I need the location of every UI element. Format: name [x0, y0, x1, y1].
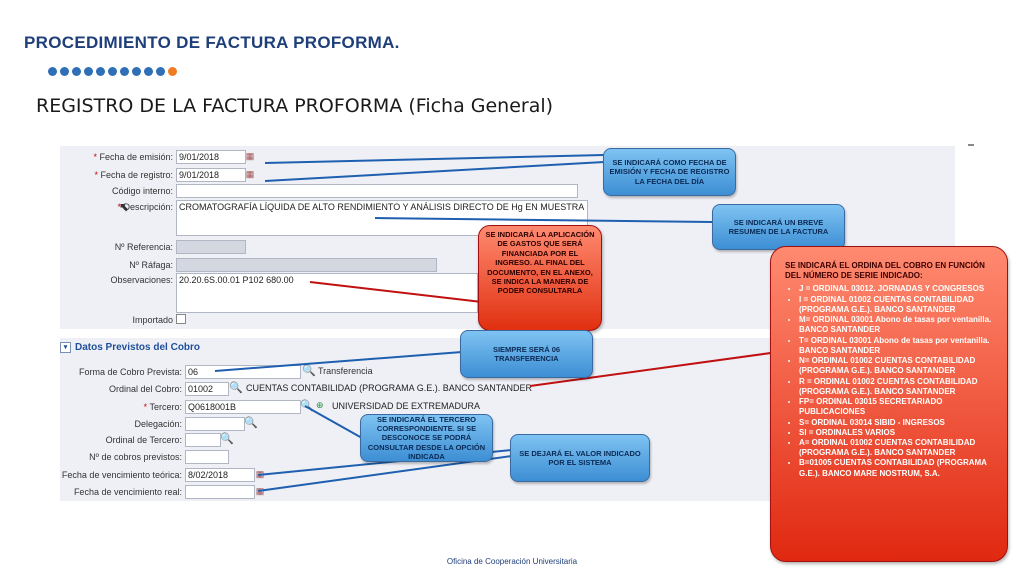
list-item: I = ORDINAL 01002 CUENTAS CONTABILIDAD (…	[799, 295, 995, 315]
forma-cobro-label: Forma de Cobro Prevista:	[78, 367, 182, 377]
vencimiento-teorica-input[interactable]: 8/02/2018	[185, 468, 255, 482]
ordinal-tercero-input[interactable]	[185, 433, 221, 447]
num-cobros-input[interactable]	[185, 450, 229, 464]
search-icon[interactable]: 🔍	[244, 417, 258, 429]
importado-checkbox[interactable]	[176, 314, 186, 324]
delegacion-label: Delegación:	[134, 419, 182, 429]
slide-title: PROCEDIMIENTO DE FACTURA PROFORMA.	[24, 33, 400, 52]
list-item: FP= ORDINAL 03015 SECRETARIADO PUBLICACI…	[799, 397, 995, 417]
list-item: B=01005 CUENTAS CONTABILIDAD (PROGRAMA G…	[799, 458, 995, 478]
fecha-registro-input[interactable]: 9/01/2018	[176, 168, 246, 182]
callout-fechas: SE INDICARÁ COMO FECHA DE EMISIÓN Y FECH…	[603, 148, 736, 196]
list-item: T= ORDINAL 03001 Abono de tasas por vent…	[799, 336, 995, 356]
zoom-icon[interactable]: ⊕	[316, 400, 324, 410]
rafaga-label: Nº Ráfaga:	[129, 260, 173, 270]
list-item: M= ORDINAL 03001 Abono de tasas por vent…	[799, 315, 995, 335]
list-item: R = ORDINAL 01002 CUENTAS CONTABILIDAD (…	[799, 377, 995, 397]
callout-descripcion: SE INDICARÁ UN BREVE RESUMEN DE LA FACTU…	[712, 204, 845, 250]
importado-label: Importado	[132, 315, 173, 325]
observaciones-textarea[interactable]: 20.20.6S.00.01 P102 680.00	[176, 273, 478, 313]
section-header-cobro[interactable]: ▾Datos Previstos del Cobro	[60, 342, 200, 353]
list-item: SI = ORDINALES VARIOS	[799, 428, 995, 438]
codigo-interno-input[interactable]	[176, 184, 578, 198]
tercero-text: UNIVERSIDAD DE EXTREMADURA	[332, 401, 481, 411]
list-item: A= ORDINAL 01002 CUENTAS CONTABILIDAD (P…	[799, 438, 995, 458]
forma-cobro-text: Transferencia	[318, 366, 373, 376]
forma-cobro-input[interactable]: 06	[185, 365, 301, 379]
vencimiento-real-label: Fecha de vencimiento real:	[73, 487, 182, 497]
scrollbar-indicator[interactable]	[968, 144, 974, 154]
referencia-label: Nº Referencia:	[114, 242, 173, 252]
collapse-icon[interactable]: ▾	[60, 342, 71, 353]
decorative-dots	[48, 67, 177, 79]
descripcion-textarea[interactable]: CROMATOGRAFÍA LÍQUIDA DE ALTO RENDIMIENT…	[176, 200, 588, 236]
codigo-interno-label: Código interno:	[111, 186, 173, 196]
callout-observaciones: SE INDICARÁ LA APLICACIÓN DE GASTOS QUE …	[478, 225, 602, 331]
ordinal-cobro-label: Ordinal del Cobro:	[108, 384, 182, 394]
fecha-registro-label: * Fecha de registro:	[94, 170, 173, 180]
footer-text: Oficina de Cooperación Universitaria	[446, 557, 578, 566]
callout-serie-intro: SE INDICARÁ EL ORDINA DEL COBRO EN FUNCI…	[785, 261, 985, 281]
fecha-emision-input[interactable]: 9/01/2018	[176, 150, 246, 164]
calendar-icon[interactable]: ▦	[245, 151, 255, 161]
callout-tercero: SE INDICARÁ EL TERCERO CORRESPONDIENTE. …	[360, 414, 493, 462]
ordinal-cobro-input[interactable]: 01002	[185, 382, 229, 396]
callout-forma-cobro: SIEMPRE SERÁ 06 TRANSFERENCIA	[460, 330, 593, 378]
calendar-icon[interactable]: ▦	[245, 169, 255, 179]
search-icon[interactable]: 🔍	[229, 382, 243, 394]
search-icon[interactable]: 🔍	[302, 365, 316, 377]
tercero-label: * Tercero:	[143, 402, 182, 412]
callout-ordinal-serie: SE INDICARÁ EL ORDINA DEL COBRO EN FUNCI…	[770, 246, 1008, 562]
fecha-emision-label: * Fecha de emisión:	[93, 152, 173, 162]
vencimiento-real-input[interactable]	[185, 485, 255, 499]
descripcion-label: * Descripción:	[117, 202, 173, 212]
slide-subtitle: REGISTRO DE LA FACTURA PROFORMA (Ficha G…	[36, 95, 554, 117]
rafaga-input	[176, 258, 437, 272]
callout-vencimiento: SE DEJARÁ EL VALOR INDICADO POR EL SISTE…	[510, 434, 650, 482]
serie-list: J = ORDINAL 03012. JORNADAS Y CONGRESOS …	[785, 284, 995, 478]
ordinal-tercero-label: Ordinal de Tercero:	[105, 435, 182, 445]
list-item: N= ORDINAL 01002 CUENTAS CONTABILIDAD (P…	[799, 356, 995, 376]
list-item: S= ORDINAL 03014 SIBID - INGRESOS	[799, 418, 995, 428]
observaciones-label: Observaciones:	[110, 275, 173, 285]
cursor-icon: ⬉	[119, 200, 130, 214]
ordinal-cobro-text: CUENTAS CONTABILIDAD (PROGRAMA G.E.). BA…	[246, 383, 533, 393]
num-cobros-label: Nº de cobros previstos:	[89, 452, 182, 462]
vencimiento-teorica-label: Fecha de vencimiento teórica:	[61, 470, 182, 480]
search-icon[interactable]: 🔍	[220, 433, 234, 445]
tercero-input[interactable]: Q0618001B	[185, 400, 301, 414]
referencia-input	[176, 240, 246, 254]
list-item: J = ORDINAL 03012. JORNADAS Y CONGRESOS	[799, 284, 995, 294]
delegacion-input[interactable]	[185, 417, 245, 431]
